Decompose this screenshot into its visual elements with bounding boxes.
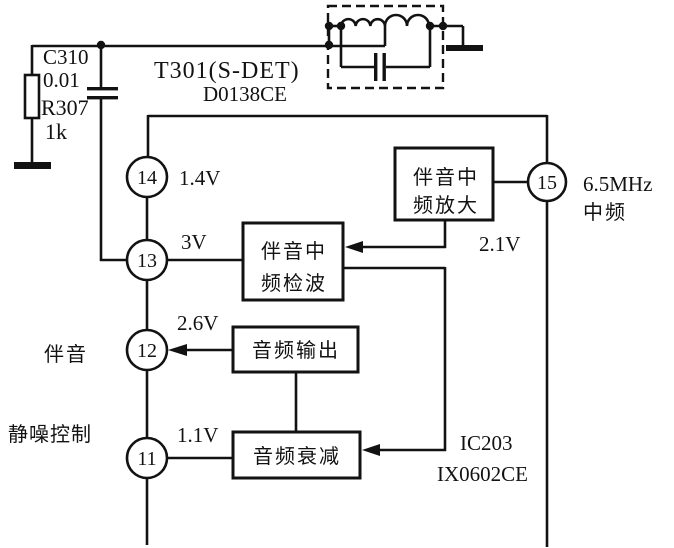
block-outline (231, 325, 360, 374)
capacitor-plate-icon (374, 53, 378, 81)
capacitor-plate-icon (87, 96, 118, 100)
pin-circle (526, 161, 568, 203)
ground-icon (446, 45, 483, 51)
block-outline (231, 430, 362, 480)
block-label: 音频输出 (252, 339, 340, 362)
block-audio-output: 音频输出 (231, 325, 360, 374)
block-outline (241, 221, 345, 302)
t301-dashed-outline (326, 4, 445, 90)
pin-number: 12 (137, 340, 157, 362)
arrow-into-attenuator-icon (362, 444, 380, 456)
junction-dot (96, 40, 106, 50)
label-if-band: 中频 (583, 201, 627, 224)
label-c310-value: 0.01 (43, 68, 80, 92)
pin-13: 13 (125, 238, 169, 282)
label-t301-part: D0138CE (203, 82, 287, 106)
pin-15: 15 (526, 161, 568, 203)
wiring (30, 44, 549, 547)
label-r307-value: 1k (45, 119, 67, 144)
pin-11: 11 (125, 436, 169, 480)
label-frequency: 6.5MHz (583, 172, 652, 196)
block-audio-attenuator: 音频衰减 (231, 430, 362, 480)
voltage-pin14: 1.4V (179, 166, 220, 190)
pin-number: 13 (137, 250, 157, 272)
resistor-body-icon (23, 73, 41, 120)
block-sound-if-amp: 伴音中 频放大 (393, 146, 495, 222)
block-label: 音频衰减 (253, 445, 341, 468)
block-label: 频检波 (261, 272, 327, 295)
signal-arrows (168, 241, 380, 456)
voltage-pin12: 2.6V (177, 311, 218, 335)
pin-circle (125, 238, 169, 282)
capacitor-c310 (87, 87, 118, 100)
arrow-into-pin12-icon (168, 344, 187, 356)
label-sound: 伴音 (44, 343, 88, 366)
label-r307-ref: R307 (41, 95, 89, 120)
pin-number: 14 (137, 167, 157, 189)
block-label: 伴音中 (261, 240, 327, 263)
pin-number: 15 (537, 172, 557, 194)
pin-circle (125, 328, 169, 372)
block-sound-if-detector: 伴音中 频检波 (241, 221, 345, 302)
block-label: 伴音中 (413, 166, 479, 189)
capacitor-plate-icon (382, 53, 386, 81)
pin-14: 14 (125, 155, 169, 199)
label-ic-ref: IC203 (460, 431, 513, 455)
capacitor-plate-icon (87, 87, 118, 91)
voltage-pin11: 1.1V (177, 423, 218, 447)
resistor-r307 (23, 73, 41, 120)
transformer-t301 (326, 4, 465, 90)
label-c310-ref: C310 (43, 45, 89, 69)
label-squelch-control: 静噪控制 (8, 423, 92, 446)
label-ic-part: IX0602CE (437, 462, 528, 486)
block-label: 频放大 (413, 194, 479, 217)
pin-circle (125, 155, 169, 199)
pin-number: 11 (137, 448, 156, 470)
pin-circle (125, 436, 169, 480)
voltage-pin15: 2.1V (479, 232, 520, 256)
ground-icon (14, 162, 51, 169)
pin-12: 12 (125, 328, 169, 372)
voltage-pin13: 3V (181, 230, 207, 254)
label-t301-ref: T301(S-DET) (154, 58, 300, 84)
inductor-coil-icon (339, 13, 431, 27)
block-outline (393, 146, 495, 222)
arrow-into-detector-icon (345, 241, 363, 253)
